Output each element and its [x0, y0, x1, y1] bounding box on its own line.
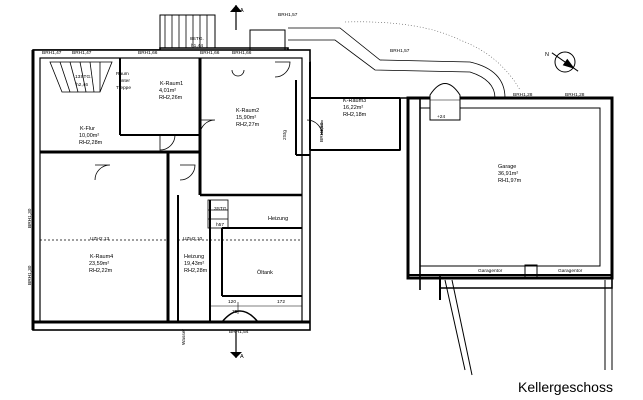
- brh166-a: BRH1,66: [138, 50, 158, 56]
- room-garage-name: Garage: [498, 164, 516, 170]
- brh150: BRH1,50: [319, 122, 325, 142]
- wasser-label: Wasser: [181, 329, 187, 345]
- room-raum2-height: RH2,27m: [236, 122, 260, 128]
- room-raum2-name: K-Raum2: [236, 108, 259, 114]
- entrance-stairs: [159, 14, 286, 51]
- section-label-top: A: [240, 8, 244, 14]
- uzh210-label: UZH2,10: [183, 236, 203, 242]
- raum3-walls: [288, 21, 521, 151]
- room-flur-name: K-Flur: [80, 126, 95, 132]
- room-flur-area: 10,00m²: [79, 133, 99, 139]
- brh166-c: BRH1,66: [232, 50, 252, 56]
- room-raum2-area: 15,90m²: [236, 115, 256, 121]
- raum-unter-treppe-2: unter: [119, 78, 130, 84]
- uzh213-label: UZH2,13: [90, 236, 110, 242]
- section-marker-top: A: [230, 5, 244, 30]
- brh147-b: BRH1,47: [72, 50, 92, 56]
- dim-172: 172: [277, 299, 285, 305]
- misc-labels: Raum unter Treppe Öltank Heizung Garagen…: [75, 36, 583, 345]
- brh154: BRH1,54: [229, 329, 249, 335]
- room-raum3-area: 16,22m²: [343, 105, 363, 111]
- stg3-label: 3STG.: [214, 206, 228, 212]
- room-raum1: K-Raum1 4,01m² RH2,26m: [159, 81, 183, 101]
- room-garage-height: RH1,97m: [498, 178, 522, 184]
- room-heizung: Heizung 19,43m² RH2,28m: [184, 254, 208, 274]
- room-flur-height: RH2,28m: [79, 140, 103, 146]
- section-marker-bottom: A: [230, 330, 244, 360]
- brh157-right: BRH1,57: [390, 48, 410, 54]
- room-raum4-area: 23,59m²: [89, 261, 109, 267]
- brh166-b: BRH1,66: [200, 50, 220, 56]
- room-heizung-height: RH2,28m: [184, 268, 208, 274]
- brh147-a: BRH1,47: [42, 50, 62, 56]
- room-flur: K-Flur 10,00m² RH2,28m: [79, 126, 103, 146]
- room-raum4-height: RH2,22m: [89, 268, 113, 274]
- north-label: N: [545, 52, 549, 58]
- brh130-a: BRH1,30: [27, 208, 33, 228]
- garagentor-left: Garagentor: [478, 268, 503, 274]
- room-heizung-area: 19,43m²: [184, 261, 204, 267]
- raum-unter-treppe-1: Raum: [116, 71, 129, 77]
- stg2-label: 2Stg: [282, 130, 288, 140]
- room-garage-area: 36,91m²: [498, 171, 518, 177]
- h246-label: h2,46: [76, 82, 88, 88]
- brh128-b: BRH1,28: [565, 92, 585, 98]
- room-raum1-name: K-Raum1: [160, 81, 183, 87]
- dim-75: 75: [232, 309, 238, 315]
- plan-title: Kellergeschoss: [518, 379, 613, 395]
- dimension-lines: 120 75 172: [210, 299, 302, 315]
- dim-120: 120: [228, 299, 236, 305]
- garage-walls: [406, 83, 614, 376]
- inner-stairs: [49, 61, 229, 229]
- room-garage: Garage 36,91m² RH1,97m: [498, 164, 522, 184]
- room-raum3: K-Raum3 16,22m² RH2,18m: [343, 98, 367, 118]
- room-raum2: K-Raum2 15,90m² RH2,27m: [236, 108, 260, 128]
- room-raum4: K-Raum4 23,59m² RH2,22m: [89, 254, 113, 274]
- stg8-label: 8STG.: [190, 36, 204, 42]
- room-heizung-name: Heizung: [184, 254, 204, 260]
- garagentor-right: Garagentor: [558, 268, 583, 274]
- brh128-a: BRH1,28: [513, 92, 533, 98]
- room-raum1-area: 4,01m²: [159, 88, 176, 94]
- stg13-label: 13STG.: [75, 74, 92, 80]
- section-label-bottom: A: [240, 354, 244, 360]
- sill-labels: BRH1,57 BRH1,57 BRH1,47 BRH1,47 BRH1,66 …: [27, 12, 585, 335]
- room-raum4-name: K-Raum4: [90, 254, 113, 260]
- room-raum1-height: RH2,26m: [159, 95, 183, 101]
- oeltank-label: Öltank: [257, 269, 273, 276]
- doors: [94, 57, 323, 323]
- brh157-top: BRH1,57: [278, 12, 298, 18]
- plus24-label: +24: [437, 114, 445, 120]
- heizung-top-label: Heizung: [268, 216, 288, 222]
- h57-label: h57: [216, 222, 224, 228]
- raum-unter-treppe-3: Treppe: [116, 85, 131, 91]
- brh130-b: BRH1,30: [27, 265, 33, 285]
- h144-label: h1,44: [191, 43, 203, 49]
- room-raum3-height: RH2,18m: [343, 112, 367, 118]
- room-raum3-name: K-Raum3: [343, 98, 366, 104]
- north-arrow: N: [545, 51, 579, 73]
